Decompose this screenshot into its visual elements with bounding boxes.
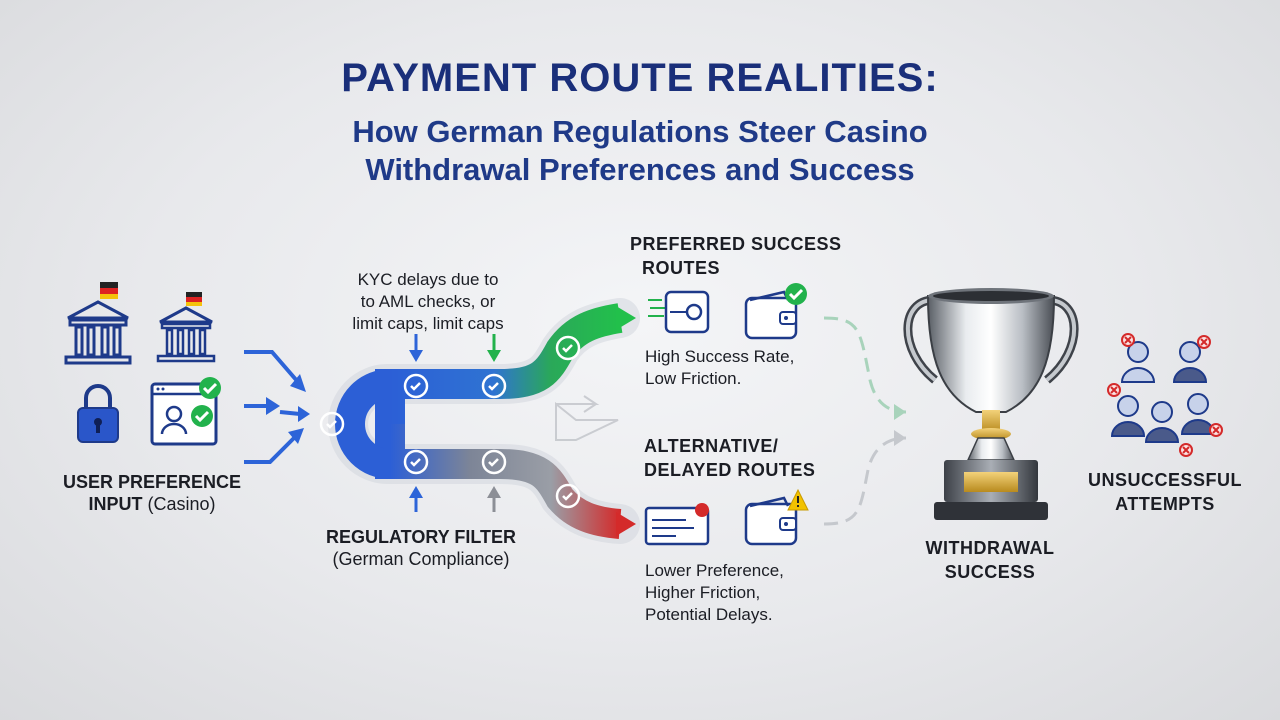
bank-transfer-icon — [644, 503, 710, 546]
alternative-routes-heading: ALTERNATIVE/ DELAYED ROUTES — [644, 434, 815, 482]
wallet-icon — [744, 283, 807, 340]
withdrawal-success-line1: WITHDRAWAL — [925, 538, 1055, 558]
lock-icon — [77, 384, 119, 443]
page-title: PAYMENT ROUTE REALITIES: — [341, 56, 939, 100]
kyc-note-line3: limit caps, limit caps — [352, 314, 504, 333]
preferred-desc-line1: High Success Rate, — [645, 347, 795, 366]
trophy-icon — [903, 288, 1079, 520]
check-node — [319, 411, 345, 437]
route-flow — [328, 298, 640, 544]
check-node — [481, 373, 507, 399]
check-node — [555, 335, 581, 361]
withdrawal-success-line2: SUCCESS — [944, 562, 1036, 582]
alternative-heading-line1: ALTERNATIVE/ — [644, 436, 779, 456]
alternative-desc-line2: Higher Friction, — [645, 583, 761, 602]
regulatory-filter-label: REGULATORY FILTER (German Compliance) — [306, 526, 536, 570]
input-arrows — [244, 350, 310, 464]
unsuccessful-line1: UNSUCCESSFUL — [1087, 470, 1242, 490]
user-preference-label: USER PREFERENCE INPUT (Casino) — [52, 471, 252, 515]
page-subtitle-line1: How German Regulations Steer Casino — [352, 114, 928, 149]
preferred-desc-line2: Low Friction. — [645, 369, 742, 388]
regulatory-filter-subtitle: (German Compliance) — [332, 549, 510, 569]
alternative-desc-line1: Lower Preference, — [645, 561, 784, 580]
id-verification-icon — [150, 377, 221, 446]
alternative-routes-description: Lower Preference, Higher Friction, Poten… — [645, 560, 784, 626]
kyc-arrows — [409, 334, 501, 362]
preferred-heading-line2: ROUTES — [642, 258, 721, 278]
check-node — [555, 483, 581, 509]
filter-arrows — [409, 486, 501, 512]
alternative-heading-line2: DELAYED ROUTES — [644, 460, 816, 480]
user-preference-label-casino: (Casino) — [142, 494, 216, 514]
faint-arrow-icon — [555, 395, 619, 441]
bank-icon — [156, 292, 216, 363]
fast-transfer-icon — [648, 290, 710, 334]
page-subtitle-line2: Withdrawal Preferences and Success — [365, 152, 915, 187]
user-preference-label-input: INPUT — [88, 494, 143, 514]
check-node — [403, 373, 429, 399]
filter-bend — [335, 369, 391, 479]
bank-icon — [64, 282, 132, 365]
preferred-heading-line1: PREFERRED SUCCESS — [630, 234, 842, 254]
preferred-routes-description: High Success Rate, Low Friction. — [645, 346, 794, 390]
alternative-route-path — [375, 424, 622, 539]
kyc-note: KYC delays due to to AML checks, or limi… — [318, 269, 538, 335]
kyc-note-line1: KYC delays due to — [357, 270, 499, 289]
preferred-arrowhead — [616, 306, 636, 330]
check-node — [481, 449, 507, 475]
unsuccessful-line2: ATTEMPTS — [1115, 494, 1215, 514]
preferred-routes-heading: PREFERRED SUCCESS ROUTES — [630, 232, 842, 280]
user-preference-label-line1: USER PREFERENCE — [62, 472, 242, 492]
kyc-note-line2: to AML checks, or — [360, 292, 496, 311]
withdrawal-success-label: WITHDRAWAL SUCCESS — [900, 536, 1080, 584]
x-mark-icon — [1107, 333, 1223, 457]
unsuccessful-people-icon — [1110, 341, 1216, 443]
wallet-warning-icon — [744, 488, 809, 546]
preferred-route-path — [375, 303, 623, 424]
check-node — [403, 449, 429, 475]
unsuccessful-attempts-label: UNSUCCESSFUL ATTEMPTS — [1080, 468, 1250, 516]
alternative-desc-line3: Potential Delays. — [645, 605, 773, 624]
alternative-arrowhead — [616, 512, 636, 536]
success-connectors — [823, 316, 907, 526]
regulatory-filter-title: REGULATORY FILTER — [325, 527, 516, 547]
